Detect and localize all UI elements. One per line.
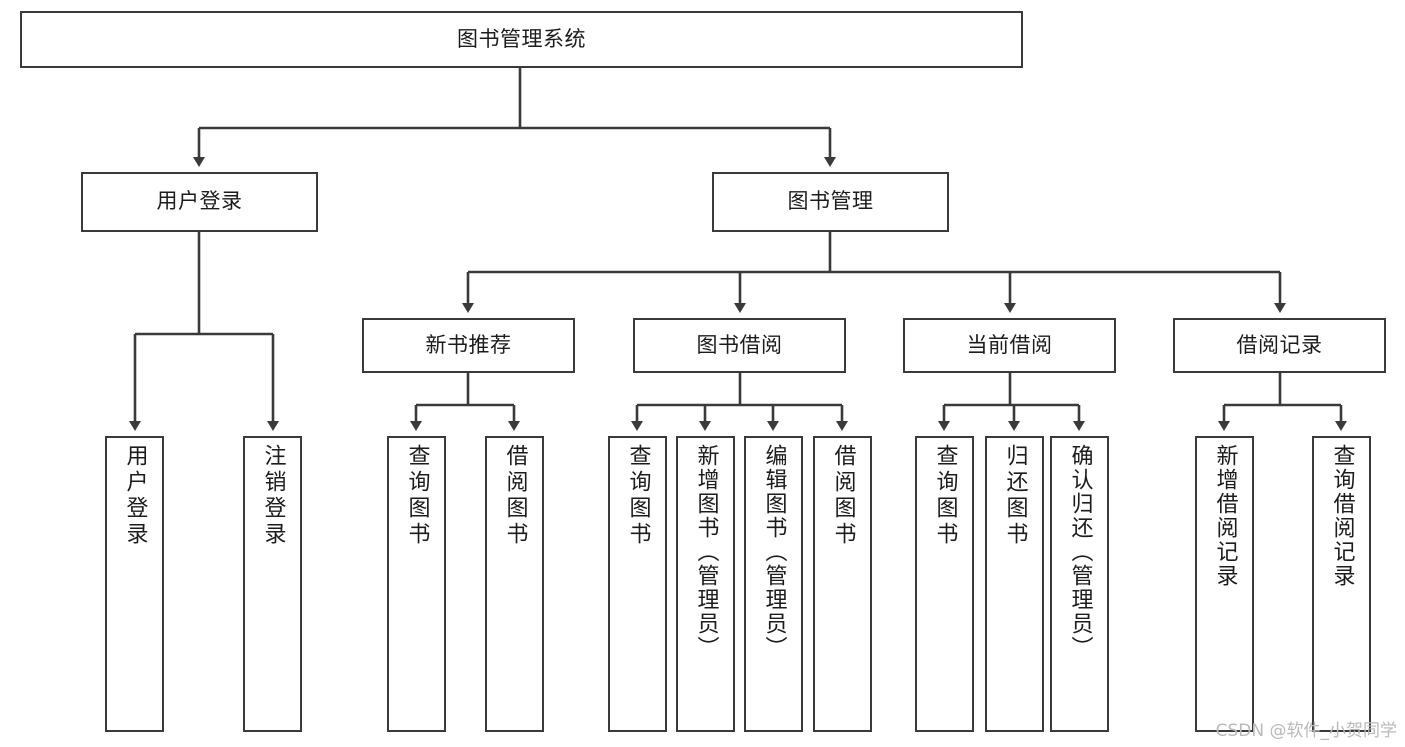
leaf-borrow-edit-book-admin[interactable]: 编辑图书（管理员）	[744, 436, 803, 732]
leaf-new-book-borrow[interactable]: 借阅图书	[485, 436, 544, 732]
node-label: 图书管理	[787, 189, 874, 214]
watermark-text: CSDN @软件_小贺同学	[1215, 721, 1397, 741]
node-label: 查询图书	[932, 444, 958, 548]
node-label: 确认归还（管理员）	[1067, 444, 1093, 660]
node-label: 借阅图书	[830, 444, 856, 548]
leaf-borrow-borrow-book[interactable]: 借阅图书	[813, 436, 872, 732]
node-label: 编辑图书（管理员）	[761, 444, 787, 660]
node-label: 用户登录	[122, 444, 148, 548]
node-borrow-record[interactable]: 借阅记录	[1173, 318, 1386, 373]
leaf-borrow-add-book-admin[interactable]: 新增图书（管理员）	[676, 436, 735, 732]
node-label: 归还图书	[1002, 444, 1028, 548]
node-label: 借阅记录	[1236, 332, 1323, 357]
node-label: 查询图书	[404, 444, 430, 548]
leaf-current-return-book[interactable]: 归还图书	[985, 436, 1044, 732]
node-label: 查询借阅记录	[1329, 444, 1355, 588]
node-label: 图书借阅	[696, 332, 783, 357]
node-label: 用户登录	[156, 189, 243, 214]
node-new-book-recommend[interactable]: 新书推荐	[362, 318, 575, 373]
node-book-borrow[interactable]: 图书借阅	[633, 318, 846, 373]
leaf-user-login-logout[interactable]: 注销登录	[243, 436, 302, 732]
node-label: 新增图书（管理员）	[693, 444, 719, 660]
leaf-current-confirm-return-admin[interactable]: 确认归还（管理员）	[1050, 436, 1109, 732]
node-current-borrow[interactable]: 当前借阅	[903, 318, 1116, 373]
node-user-login[interactable]: 用户登录	[81, 172, 318, 232]
node-label: 注销登录	[260, 444, 286, 548]
node-label: 查询图书	[625, 444, 651, 548]
node-label: 新书推荐	[425, 332, 512, 357]
leaf-user-login-login[interactable]: 用户登录	[105, 436, 164, 732]
node-label: 当前借阅	[966, 332, 1053, 357]
leaf-new-book-query[interactable]: 查询图书	[387, 436, 446, 732]
node-book-management[interactable]: 图书管理	[712, 172, 949, 232]
leaf-record-add-record[interactable]: 新增借阅记录	[1195, 436, 1254, 732]
node-label: 借阅图书	[502, 444, 528, 548]
leaf-record-query-record[interactable]: 查询借阅记录	[1312, 436, 1371, 732]
node-label: 图书管理系统	[457, 26, 586, 51]
node-label: 新增借阅记录	[1212, 444, 1238, 588]
leaf-current-query-book[interactable]: 查询图书	[915, 436, 974, 732]
node-root-system[interactable]: 图书管理系统	[20, 11, 1023, 68]
leaf-borrow-query-book[interactable]: 查询图书	[608, 436, 667, 732]
